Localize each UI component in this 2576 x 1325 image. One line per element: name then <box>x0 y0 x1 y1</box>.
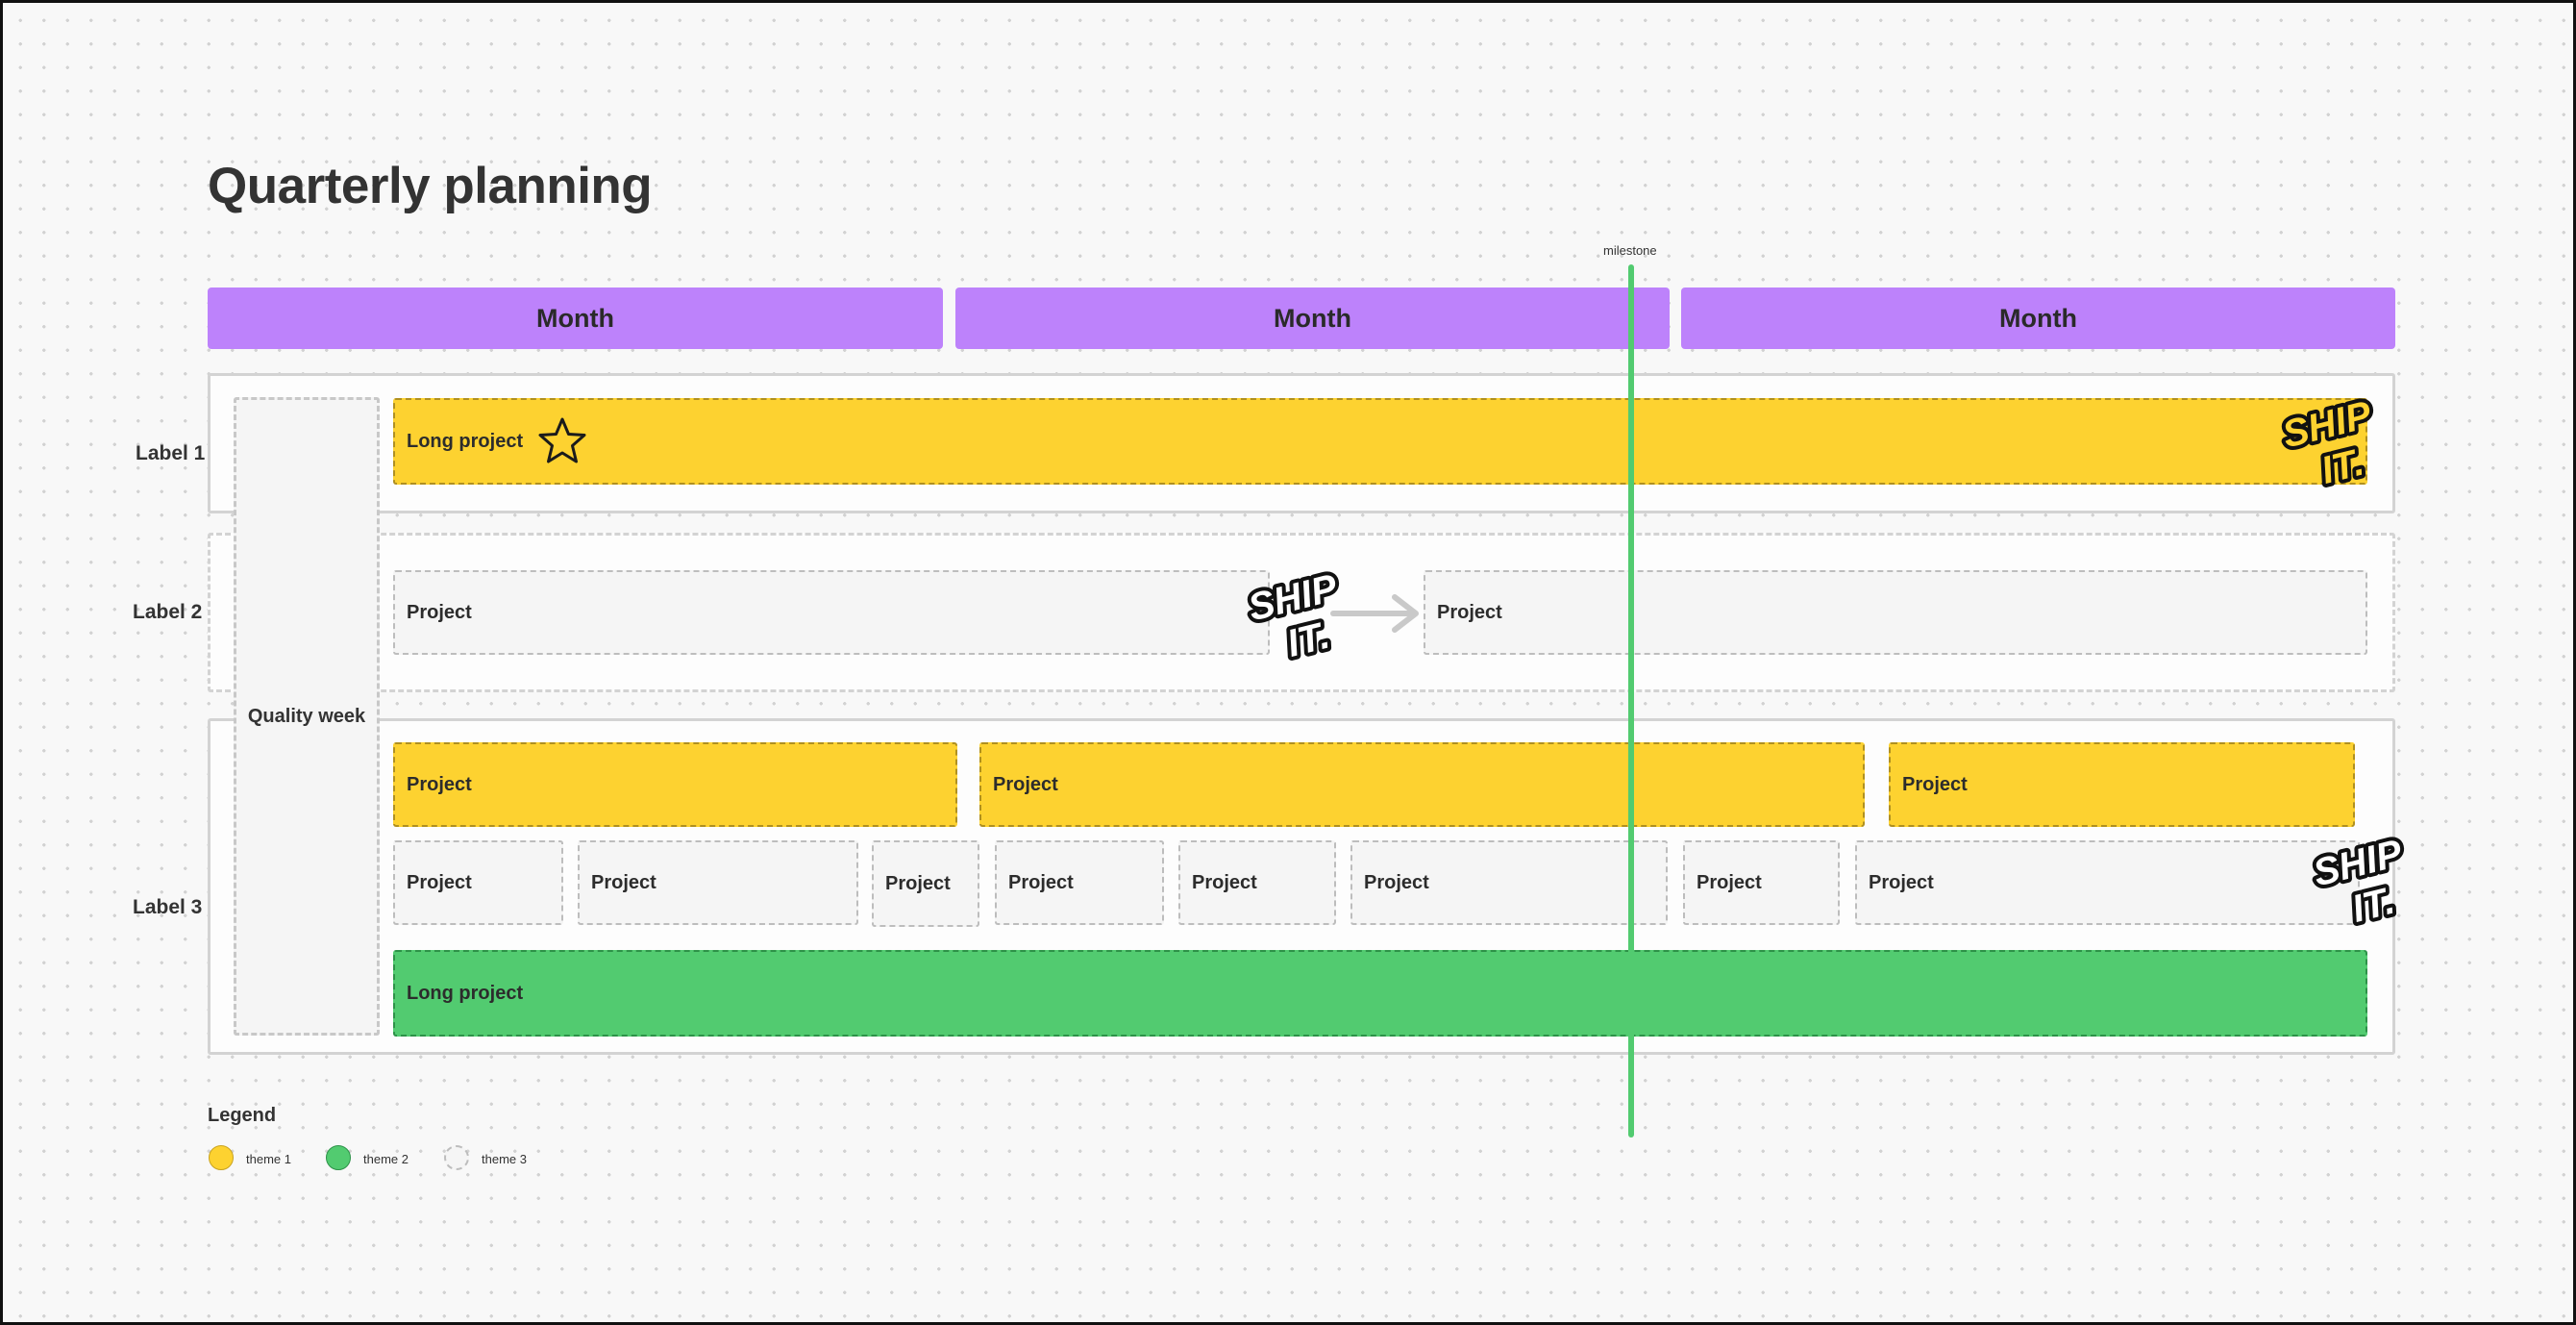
bar-label: Project <box>407 601 472 623</box>
sticker-text: IT. <box>2348 880 2399 931</box>
project-bar-row2-a[interactable]: Project <box>393 570 1270 655</box>
bar-label: Project <box>993 773 1058 795</box>
project-bar-row3-gray-3[interactable]: Project <box>872 840 979 927</box>
bar-label: Project <box>1697 871 1762 893</box>
bar-label: Project <box>407 773 472 795</box>
project-bar-row3-gray-4[interactable]: Project <box>995 840 1164 925</box>
month-header-2[interactable]: Month <box>955 288 1670 349</box>
row-label-1: Label 1 <box>136 442 206 464</box>
legend-label-theme-3: theme 3 <box>482 1152 527 1166</box>
row-label-2: Label 2 <box>133 601 203 623</box>
bar-label: Project <box>591 871 656 893</box>
long-project-bar-row1[interactable]: Long project <box>393 398 2367 485</box>
quality-week-block[interactable]: Quality week <box>234 397 380 1036</box>
bar-label: Project <box>1869 871 1934 893</box>
row-label-3: Label 3 <box>133 896 203 918</box>
bar-label: Project <box>1192 871 1257 893</box>
legend-label-theme-1: theme 1 <box>246 1152 291 1166</box>
project-bar-row3-gray-2[interactable]: Project <box>578 840 858 925</box>
legend-swatch-theme-3 <box>444 1145 469 1170</box>
project-bar-row2-b[interactable]: Project <box>1424 570 2367 655</box>
legend-label-theme-2: theme 2 <box>363 1152 409 1166</box>
project-bar-row3-gray-7[interactable]: Project <box>1683 840 1840 925</box>
star-icon <box>538 417 586 463</box>
sticker-text: SHIP <box>2278 393 2376 456</box>
project-bar-row3-yellow-3[interactable]: Project <box>1889 742 2355 827</box>
ship-it-sticker-3[interactable]: SHIP IT. <box>2308 824 2427 938</box>
sticker-text: IT. <box>1283 614 1334 665</box>
sticker-text: IT. <box>2317 441 2368 492</box>
milestone-label: milestone <box>1603 243 1657 258</box>
long-project-bar-row3[interactable]: Long project <box>393 950 2367 1037</box>
project-bar-row3-gray-1[interactable]: Project <box>393 840 563 925</box>
dependency-arrow-icon <box>1330 594 1419 633</box>
bar-label: Long project <box>407 982 524 1004</box>
legend-swatch-theme-2 <box>326 1145 351 1170</box>
ship-it-sticker-2[interactable]: SHIP IT. <box>1243 559 1362 672</box>
page-title: Quarterly planning <box>208 158 653 214</box>
project-bar-row3-gray-5[interactable]: Project <box>1178 840 1336 925</box>
legend-title: Legend <box>208 1105 277 1126</box>
bar-label: Project <box>1437 601 1502 623</box>
bar-label: Project <box>1008 871 1074 893</box>
sticker-text: SHIP <box>1244 566 1342 629</box>
month-header-1[interactable]: Month <box>208 288 943 349</box>
quality-week-label: Quality week <box>247 705 366 727</box>
ship-it-sticker-1[interactable]: SHIP IT. <box>2277 386 2396 499</box>
bar-label: Project <box>407 871 472 893</box>
project-bar-row3-yellow-2[interactable]: Project <box>979 742 1865 827</box>
bar-label: Project <box>1902 773 1968 795</box>
bar-label: Long project <box>407 430 524 452</box>
month-header-3[interactable]: Month <box>1681 288 2395 349</box>
milestone-line[interactable] <box>1628 264 1634 1138</box>
sticker-text: SHIP <box>2309 832 2407 894</box>
legend-swatch-theme-1 <box>209 1145 234 1170</box>
project-bar-row3-yellow-1[interactable]: Project <box>393 742 957 827</box>
project-bar-row3-gray-8[interactable]: Project <box>1855 840 2360 925</box>
project-bar-row3-gray-6[interactable]: Project <box>1350 840 1668 925</box>
bar-label: Project <box>885 872 951 894</box>
bar-label: Project <box>1364 871 1429 893</box>
